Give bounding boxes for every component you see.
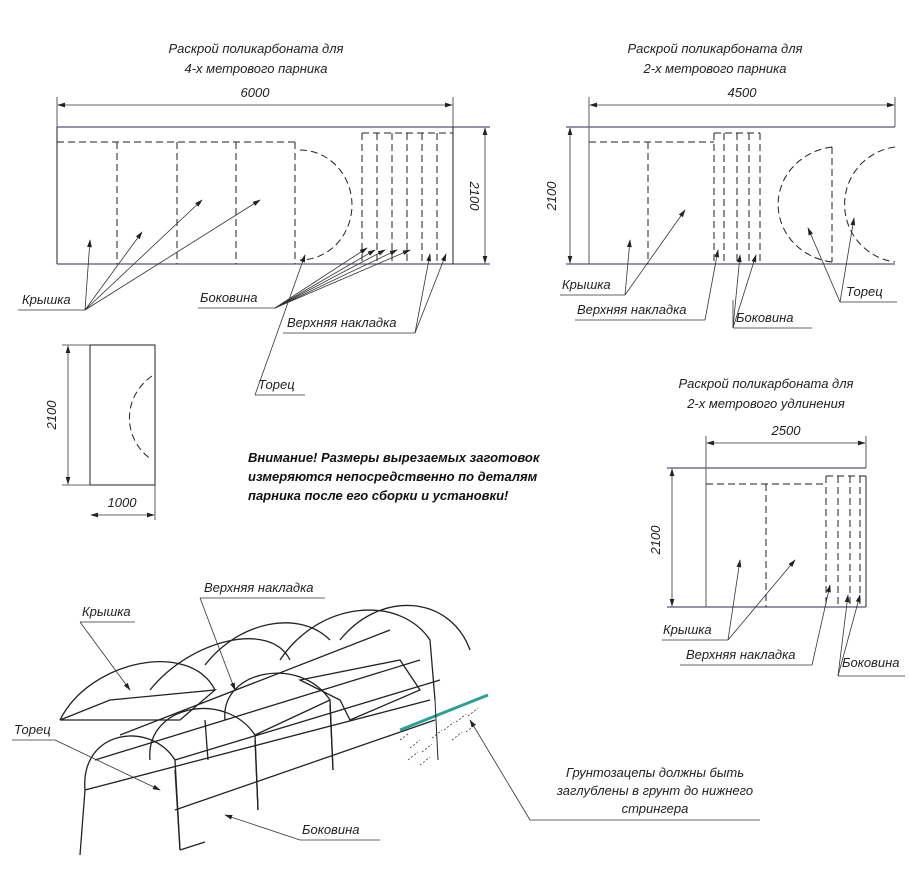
title-ext-line2: 2-х метрового удлинения	[686, 396, 845, 411]
cutting-layout-extension: Раскрой поликарбоната для 2-х метрового …	[648, 376, 905, 677]
label-roof-2m: Крышка	[562, 277, 611, 292]
ground-note-line2: заглублены в грунт до нижнего	[556, 783, 753, 798]
label-end-iso: Торец	[14, 722, 51, 737]
ground-note-line1: Грунтозацепы должны быть	[566, 765, 744, 780]
cutting-layout-end: 2100 1000	[44, 344, 156, 520]
title-4m-line2: 4-х метрового парника	[184, 61, 327, 76]
height-dimension-2m: 2100	[544, 181, 559, 212]
width-dimension-2m: 4500	[728, 85, 758, 100]
warning-line2: измеряются непосредственно по деталям	[248, 469, 538, 484]
greenhouse-isometric-view: Крышка Верхняя накладка Торец Боковина Г…	[12, 580, 760, 856]
ground-note-line3: стрингера	[622, 801, 689, 816]
title-ext-line1: Раскрой поликарбоната для	[678, 376, 853, 391]
height-dimension-end: 2100	[44, 400, 59, 431]
warning-line1: Внимание! Размеры вырезаемых заготовок	[248, 450, 541, 465]
label-top-strip-ext: Верхняя накладка	[686, 647, 796, 662]
cutting-layout-2m: Раскрой поликарбоната для 2-х метрового …	[544, 41, 897, 329]
label-end-4m: Торец	[258, 377, 295, 392]
height-dimension-4m: 2100	[467, 181, 482, 212]
width-dimension-4m: 6000	[241, 85, 271, 100]
title-2m-line1: Раскрой поликарбоната для	[627, 41, 802, 56]
label-end-2m: Торец	[846, 284, 883, 299]
cutting-layout-4m: Раскрой поликарбоната для 4-х метрового …	[18, 41, 490, 396]
label-side-4m: Боковина	[200, 290, 257, 305]
title-4m-line1: Раскрой поликарбоната для	[168, 41, 343, 56]
label-side-iso: Боковина	[302, 822, 359, 837]
warning-line3: парника после его сборки и установки!	[248, 488, 509, 503]
label-top-strip-4m: Верхняя накладка	[287, 315, 397, 330]
label-roof-4m: Крышка	[22, 292, 71, 307]
width-dimension-end: 1000	[108, 495, 138, 510]
height-dimension-ext: 2100	[648, 525, 663, 556]
title-2m-line2: 2-х метрового парника	[642, 61, 786, 76]
label-roof-ext: Крышка	[663, 622, 712, 637]
warning-note: Внимание! Размеры вырезаемых заготовок и…	[248, 450, 541, 503]
ground-line	[399, 693, 489, 732]
label-roof-iso: Крышка	[82, 604, 131, 619]
label-side-ext: Боковина	[842, 655, 899, 670]
label-top-strip-2m: Верхняя накладка	[577, 302, 687, 317]
label-top-strip-iso: Верхняя накладка	[204, 580, 314, 595]
label-side-2m: Боковина	[736, 310, 793, 325]
width-dimension-ext: 2500	[771, 423, 802, 438]
